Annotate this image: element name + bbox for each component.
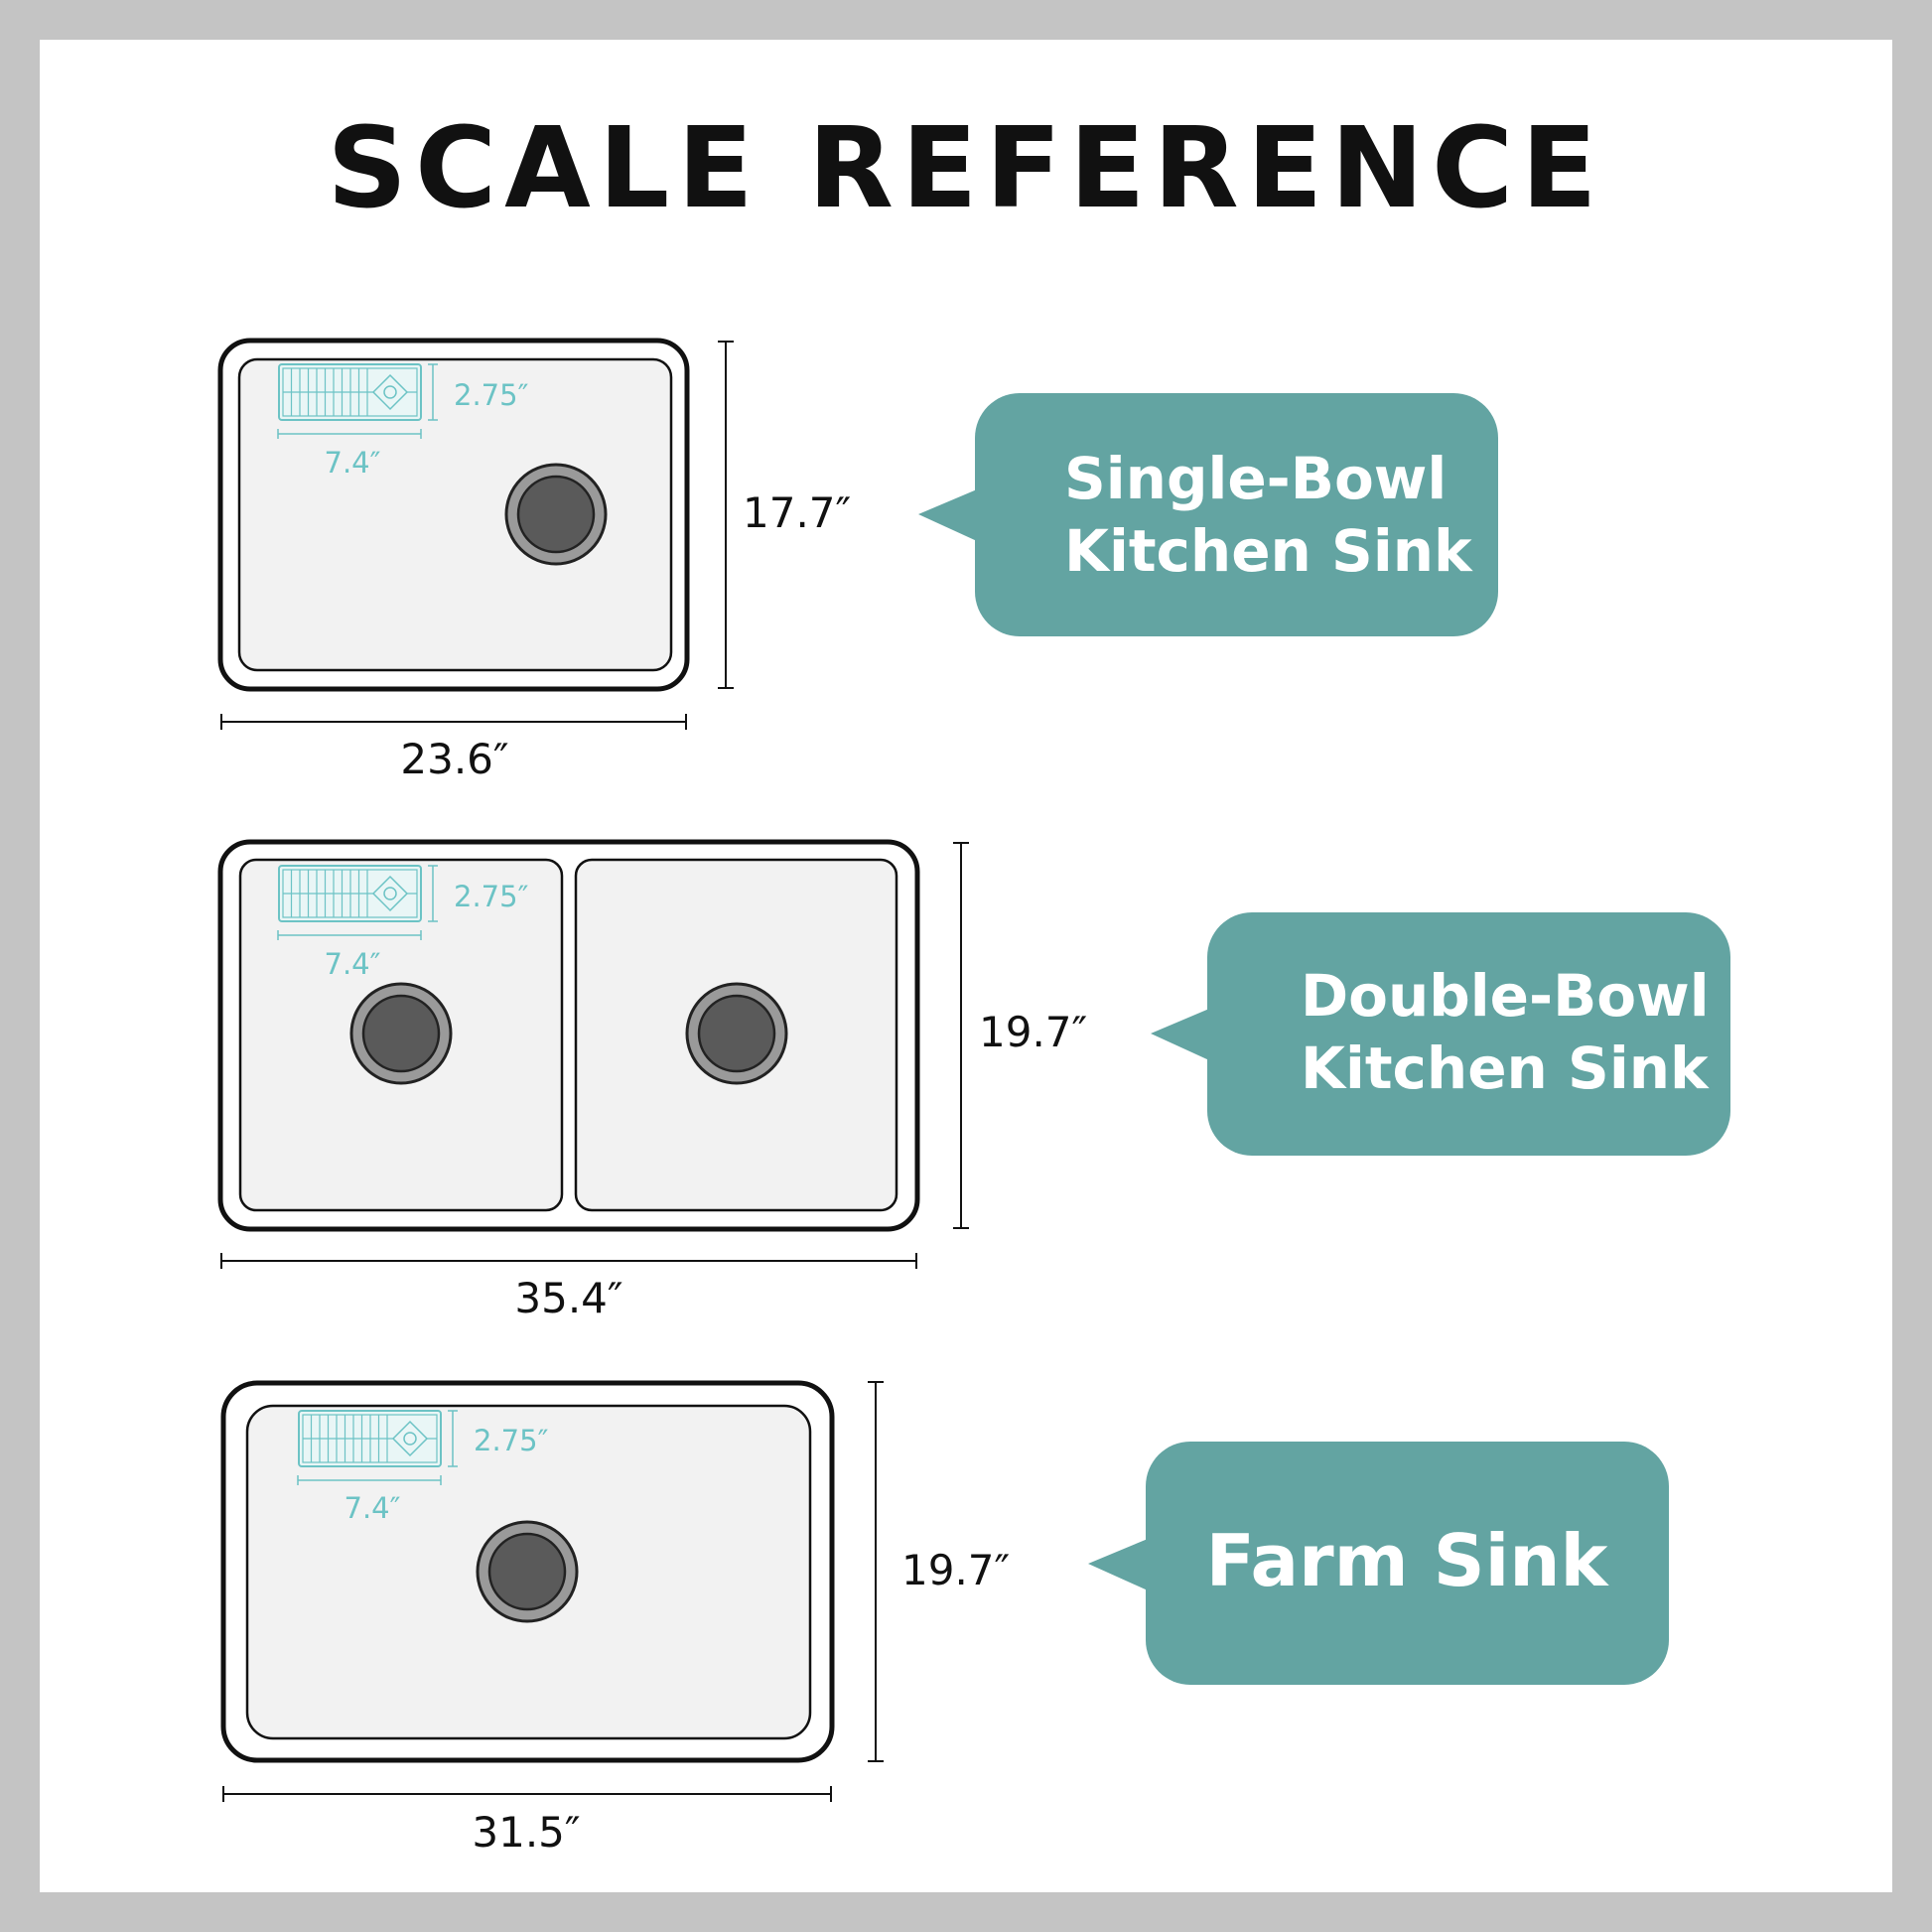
farm-sink-drawing: 2.75″ 7.4″ <box>220 1380 835 1763</box>
accessory-width-label: 7.4″ <box>325 446 381 480</box>
bubble-line-2: Kitchen Sink <box>1064 517 1473 585</box>
bubble-line-1: Single-Bowl <box>1064 445 1447 512</box>
scale-reference-diagram: SCALE REFERENCE 2.75″ 7.4″ 17.7″ 23.6″ S… <box>217 104 1730 1857</box>
sink-grid-accessory <box>277 363 438 439</box>
double-bowl-height-label: 19.7″ <box>979 1008 1087 1056</box>
sink-drain-right <box>685 982 788 1085</box>
sink-drain-left <box>349 982 453 1085</box>
sink-basin <box>237 357 673 672</box>
double-bowl-width-label: 35.4″ <box>514 1274 622 1322</box>
sink-drain <box>476 1520 579 1623</box>
accessory-center-circle <box>383 385 397 399</box>
bubble-text: Single-Bowl Kitchen Sink <box>1064 445 1473 585</box>
bubble-text: Double-Bowl Kitchen Sink <box>1301 962 1729 1102</box>
bubble-pointer <box>918 489 977 541</box>
drain-center <box>516 475 596 554</box>
sink-drain <box>504 463 608 566</box>
farm-sink-label-bubble: Farm Sink <box>1088 1442 1669 1685</box>
accessory-width-label: 7.4″ <box>325 947 381 981</box>
double-bowl-sink-drawing: 2.75″ 7.4″ <box>217 839 920 1232</box>
accessory-diamond <box>371 875 409 912</box>
farm-sink-width-label: 31.5″ <box>472 1808 580 1857</box>
bubble-line-1: Double-Bowl <box>1301 962 1710 1030</box>
drain-center <box>361 994 441 1073</box>
bubble-box <box>1207 912 1730 1156</box>
bubble-box <box>1146 1442 1669 1685</box>
accessory-diamond <box>391 1420 429 1457</box>
accessory-width-label: 7.4″ <box>345 1491 401 1525</box>
single-bowl-height-label: 17.7″ <box>743 488 851 537</box>
accessory-diamond <box>371 373 409 411</box>
diagram-frame: SCALE REFERENCE 2.75″ 7.4″ 17.7″ 23.6″ S… <box>40 40 1892 1892</box>
bubble-pointer <box>1151 1009 1209 1060</box>
drain-center <box>487 1532 567 1611</box>
farm-sink-height-dimension: 19.7″ <box>868 1381 1010 1762</box>
farm-sink-height-label: 19.7″ <box>901 1546 1010 1594</box>
accessory-center-circle <box>383 887 397 900</box>
double-bowl-height-dimension: 19.7″ <box>953 842 1087 1229</box>
bubble-line-2: Kitchen Sink <box>1301 1035 1710 1102</box>
single-bowl-label-bubble: Single-Bowl Kitchen Sink <box>918 393 1498 636</box>
bubble-box <box>975 393 1498 636</box>
single-bowl-height-dimension: 17.7″ <box>718 341 851 689</box>
accessory-height-label: 2.75″ <box>454 378 529 412</box>
farm-sink-width-dimension: 31.5″ <box>222 1786 832 1857</box>
accessory-height-label: 2.75″ <box>474 1424 549 1457</box>
sink-grid-accessory <box>277 865 438 940</box>
drain-center <box>697 994 776 1073</box>
sink-grid-accessory <box>297 1410 458 1485</box>
bubble-line-1: Farm Sink <box>1206 1519 1610 1602</box>
bubble-pointer <box>1088 1539 1148 1590</box>
double-bowl-label-bubble: Double-Bowl Kitchen Sink <box>1151 912 1730 1156</box>
bubble-text: Farm Sink <box>1206 1519 1610 1602</box>
single-bowl-sink-drawing: 2.75″ 7.4″ <box>217 338 690 692</box>
double-bowl-width-dimension: 35.4″ <box>220 1253 917 1322</box>
accessory-center-circle <box>403 1432 417 1446</box>
single-bowl-width-dimension: 23.6″ <box>220 714 687 783</box>
single-bowl-width-label: 23.6″ <box>400 735 508 783</box>
accessory-height-label: 2.75″ <box>454 880 529 913</box>
page-title: SCALE REFERENCE <box>327 104 1604 233</box>
